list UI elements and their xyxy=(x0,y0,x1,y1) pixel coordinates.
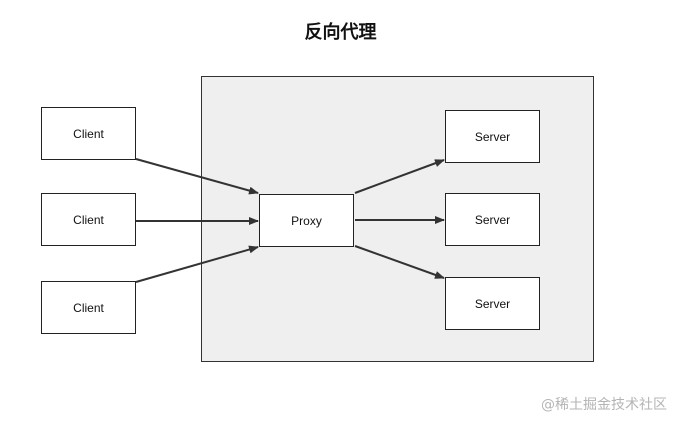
server-node: Server xyxy=(445,277,540,330)
client-node: Client xyxy=(41,281,136,334)
server-node: Server xyxy=(445,193,540,246)
client-label: Client xyxy=(73,126,104,141)
proxy-label: Proxy xyxy=(291,213,322,228)
client-label: Client xyxy=(73,300,104,315)
watermark: @稀土掘金技术社区 xyxy=(541,397,667,413)
client-label: Client xyxy=(73,212,104,227)
server-node: Server xyxy=(445,110,540,163)
proxy-node: Proxy xyxy=(259,194,354,247)
server-label: Server xyxy=(474,212,511,227)
client-node: Client xyxy=(41,107,136,160)
server-label: Server xyxy=(474,296,511,311)
diagram-title: 反向代理 xyxy=(304,22,377,43)
server-label: Server xyxy=(474,129,511,144)
client-node: Client xyxy=(41,193,136,246)
